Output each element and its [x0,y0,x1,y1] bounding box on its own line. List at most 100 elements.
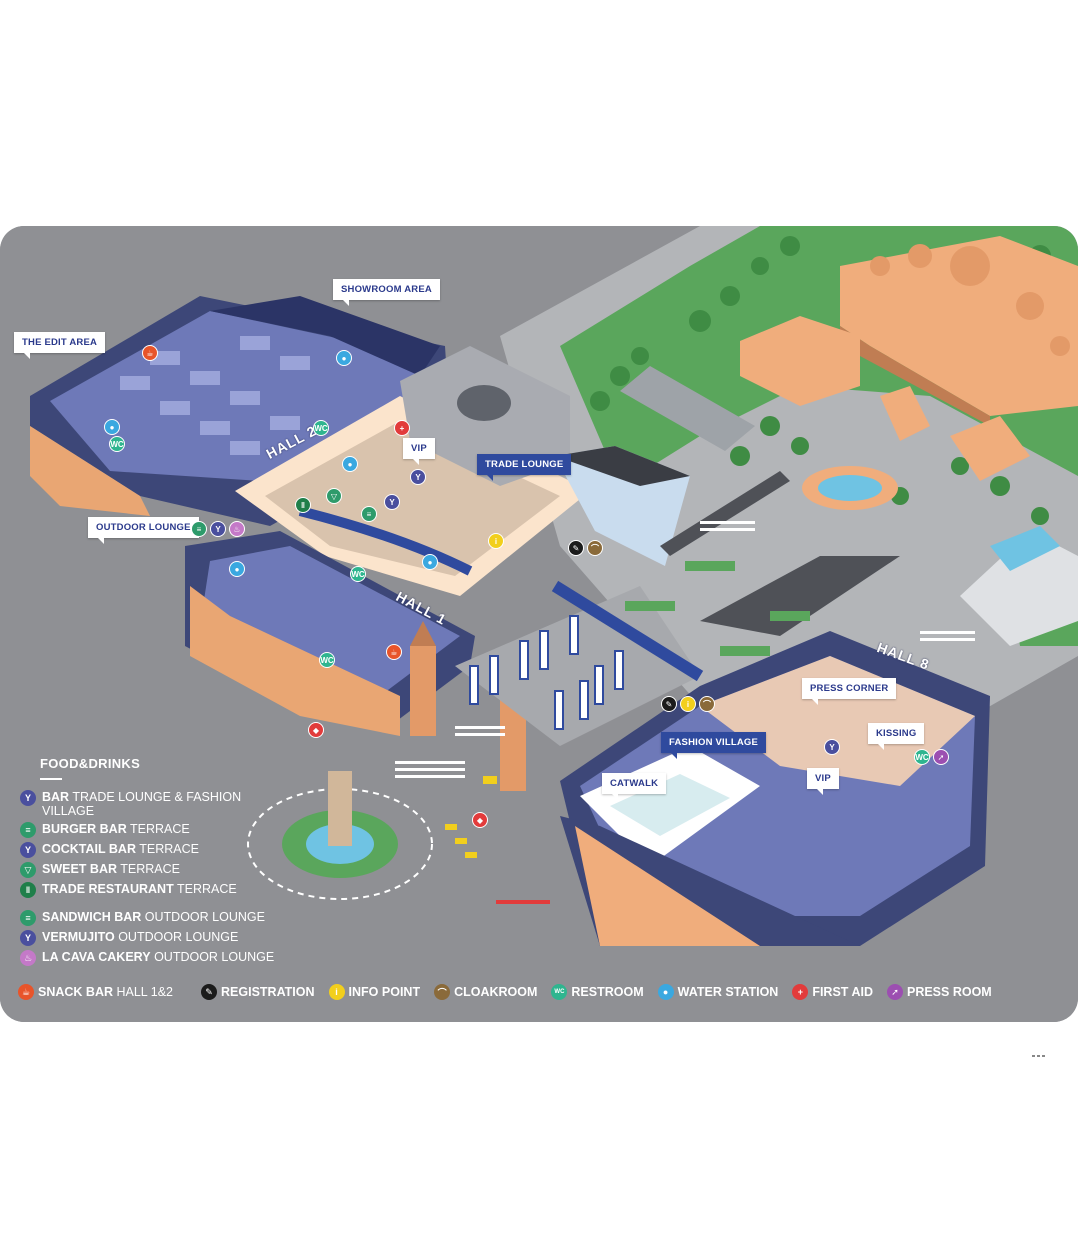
legend-item-place: TERRACE [176,882,237,896]
metro-icon[interactable]: ◆ [308,722,324,738]
wc-icon: WC [551,984,568,1000]
coffee-icon: ☕ [18,984,34,1000]
legend-item-name: TRADE RESTAURANT [42,882,174,896]
legend-item-place: TERRACE [139,842,199,856]
hall8-facade [575,826,760,946]
sandwich-icon[interactable]: ≡ [191,521,207,537]
legend-service-label: REGISTRATION [221,985,315,999]
cupcake-icon[interactable]: ♨ [229,521,245,537]
showroom-block [210,296,440,376]
registration-icon[interactable]: ✎ [661,696,677,712]
coffee-icon[interactable]: ☕ [142,345,158,361]
legend-divider [40,778,62,780]
callout-vip-top[interactable]: VIP [403,438,435,465]
pavilion-right [950,416,1030,481]
avenue [455,586,700,746]
museum-building [740,316,860,406]
cutlery-icon: ‖ [20,882,36,898]
callout-press-corner[interactable]: PRESS CORNER [802,678,897,705]
escalator-top [660,471,790,556]
callout-catwalk[interactable]: CATWALK [602,773,667,800]
wc-icon[interactable]: WC [350,566,366,582]
hanger-icon: ⌒ [434,984,451,1000]
side-pavilion [960,531,1078,646]
tower-left [410,646,436,736]
cocktail-icon[interactable]: Y [824,739,840,755]
legend-item-name: SNACK BAR [38,985,113,999]
legend-item-place: TERRACE [120,862,180,876]
callout-kissing[interactable]: KISSING [868,723,925,750]
legend-item: Y VERMUJITO OUTDOOR LOUNGE [20,930,292,946]
cocktail-icon[interactable]: Y [210,521,226,537]
cocktail-icon[interactable]: Y [410,469,426,485]
wc-icon[interactable]: WC [313,420,329,436]
megaphone-icon[interactable]: ➚ [933,749,949,765]
fountain-water [818,475,882,501]
monument [328,771,352,846]
info-icon[interactable]: i [680,696,696,712]
water-drop-icon[interactable]: ● [422,554,438,570]
sandwich-icon: ≡ [20,910,36,926]
legend-item-place: OUTDOOR LOUNGE [118,930,239,944]
cocktail-icon: Y [20,842,36,858]
edge-marks [1032,1044,1050,1057]
cocktail-icon[interactable]: Y [384,494,400,510]
blue-walkway [551,580,704,682]
glass-roof [555,446,690,486]
callout-fashion-village[interactable]: FASHION VILLAGE [661,732,767,759]
callout-vip-bottom[interactable]: VIP [807,768,839,795]
hanger-icon[interactable]: ⌒ [587,540,603,556]
water-drop-icon[interactable]: ● [104,419,120,435]
legend-item: ≡ SANDWICH BAR OUTDOOR LOUNGE [20,910,292,926]
legend-snack-bar: ☕ SNACK BAR HALL 1&2 [18,984,173,1000]
palace-domes [870,244,1070,356]
underpass [700,556,900,636]
cocktail-icon: Y [20,930,36,946]
registration-icon[interactable]: ✎ [568,540,584,556]
legend-service-label: INFO POINT [348,985,421,999]
fashion-village-floor [700,656,975,786]
water-drop-icon[interactable]: ● [342,456,358,472]
green-planters [625,561,810,656]
legend-item: ≡ BURGER BAR TERRACE [20,822,292,838]
first-aid-icon: + [792,984,809,1000]
legend-cloakroom: ⌒ CLOAKROOM [434,984,537,1000]
coffee-icon[interactable]: ☕ [386,644,402,660]
water-drop-icon[interactable]: ● [336,350,352,366]
legend-item: Y BAR TRADE LOUNGE & FASHION VILLAGE [20,790,292,818]
info-icon[interactable]: i [488,533,504,549]
callout-edit-area[interactable]: THE EDIT AREA [14,332,106,359]
legend-item-name: SANDWICH BAR [42,910,142,924]
legend-info-point: i INFO POINT [328,984,421,1000]
burger-icon[interactable]: ≡ [361,506,377,522]
callout-showroom-area[interactable]: SHOWROOM AREA [333,279,440,306]
sweet-icon[interactable]: ▽ [326,488,342,504]
legend-first-aid: + FIRST AID [792,984,873,1000]
wc-icon[interactable]: WC [109,436,125,452]
first-aid-icon[interactable]: + [394,420,410,436]
legend-item-name: LA CAVA CAKERY [42,950,151,964]
callout-trade-lounge[interactable]: TRADE LOUNGE [477,454,572,481]
callout-outdoor-lounge[interactable]: OUTDOOR LOUNGE [88,517,199,544]
legend-restroom: WC RESTROOM [551,984,644,1000]
taxis [445,776,497,858]
metro-icon[interactable]: ◆ [472,812,488,828]
wc-icon[interactable]: WC [914,749,930,765]
sweet-icon: ▽ [20,862,36,878]
greenhouse [620,366,755,451]
water-drop-icon[interactable]: ● [229,561,245,577]
cocktail-icon: Y [20,790,36,806]
legend-item: Y COCKTAIL BAR TERRACE [20,842,292,858]
terrace-pool [298,506,473,576]
wc-icon[interactable]: WC [319,652,335,668]
legend-service-label: CLOAKROOM [454,985,538,999]
legend-press-room: ➚ PRESS ROOM [886,984,992,1000]
hanger-icon[interactable]: ⌒ [699,696,715,712]
catwalk-runway [610,774,730,836]
terrace-floor [265,421,560,576]
legend-item-place: HALL 1&2 [116,985,174,999]
hall2-facade [30,426,150,516]
cutlery-icon[interactable]: ‖ [295,497,311,513]
legend-item-name: COCKTAIL BAR [42,842,136,856]
legend-item-place: OUTDOOR LOUNGE [154,950,275,964]
